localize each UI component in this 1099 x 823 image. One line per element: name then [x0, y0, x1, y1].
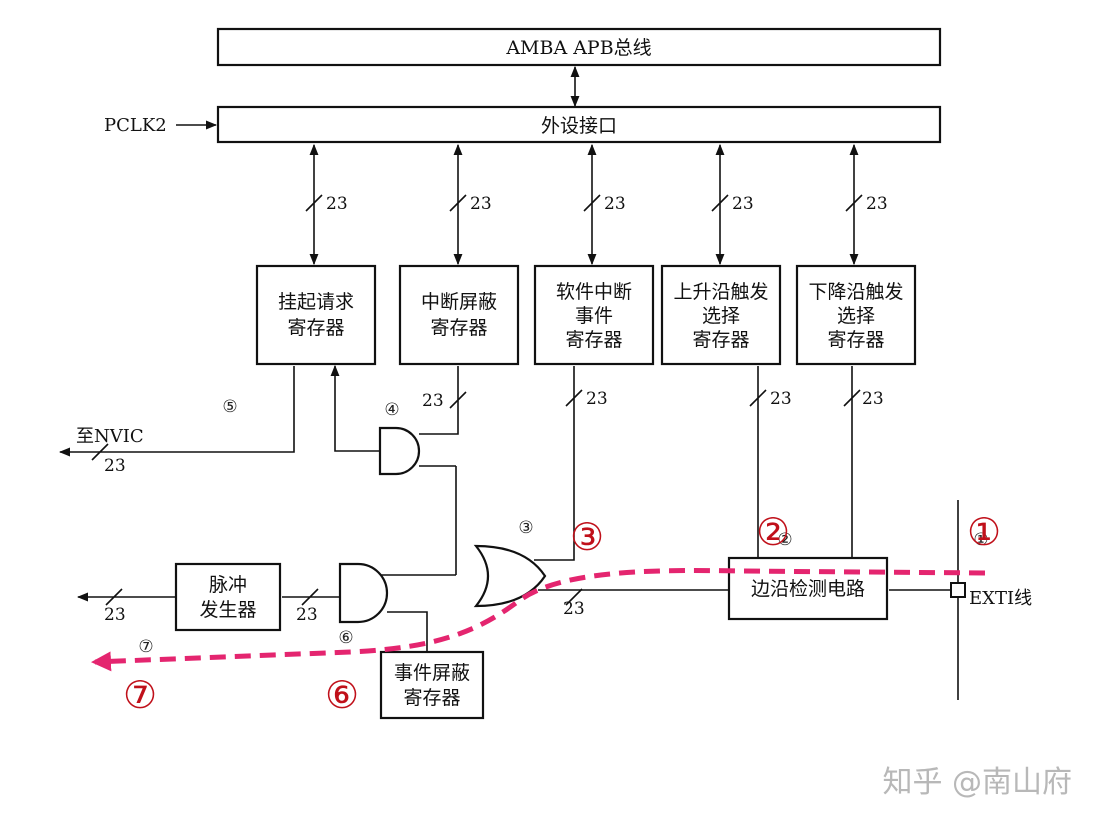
svg-text:上升沿触发: 上升沿触发	[673, 281, 768, 303]
pclk2-label: PCLK2	[104, 115, 167, 136]
svg-text:下降沿触发: 下降沿触发	[808, 281, 903, 303]
pending-register: 挂起请求 寄存器	[255, 264, 377, 366]
register-links	[305, 143, 863, 266]
svg-text:寄存器: 寄存器	[403, 687, 460, 709]
annotation-7: ⑦	[123, 673, 157, 717]
svg-text:选择: 选择	[702, 305, 740, 327]
or-gate	[473, 544, 547, 608]
event-mask-register: 事件屏蔽 寄存器	[379, 650, 485, 720]
svg-text:中断屏蔽: 中断屏蔽	[421, 291, 497, 313]
apb-bus: AMBA APB总线	[216, 27, 942, 67]
svg-text:选择: 选择	[837, 305, 875, 327]
width-label: 23	[732, 194, 754, 214]
apb-bus-label: AMBA APB总线	[505, 37, 651, 59]
width-label: 23	[422, 391, 444, 411]
nvic-output-line	[58, 366, 295, 457]
interrupt-mask-register: 中断屏蔽 寄存器	[398, 264, 520, 366]
watermark: 知乎 @南山府	[882, 765, 1072, 800]
event-and-gate	[338, 562, 389, 624]
svg-text:发生器: 发生器	[199, 599, 256, 621]
width-label: 23	[604, 194, 626, 214]
marker-7: ⑦	[138, 637, 153, 657]
width-label: 23	[104, 456, 126, 476]
event-path-highlight	[91, 568, 986, 672]
int-mask-to-and-line	[419, 366, 459, 435]
width-label: 23	[563, 599, 585, 619]
svg-text:边沿检测电路: 边沿检测电路	[751, 578, 865, 600]
marker-5: ⑤	[222, 397, 237, 417]
svg-text:挂起请求: 挂起请求	[278, 291, 354, 313]
svg-text:事件屏蔽: 事件屏蔽	[394, 662, 470, 684]
svg-text:事件: 事件	[575, 305, 613, 327]
falling-trigger-register: 下降沿触发 选择 寄存器	[795, 264, 917, 366]
svg-text:寄存器: 寄存器	[565, 329, 622, 351]
pulse-generator: 脉冲 发生器	[174, 562, 282, 632]
width-label: 23	[296, 605, 318, 625]
annotation-2: ②	[756, 510, 790, 554]
software-interrupt-register: 软件中断 事件 寄存器	[533, 264, 655, 366]
width-label: 23	[326, 194, 348, 214]
svg-text:脉冲: 脉冲	[209, 574, 247, 596]
nvic-label: 至NVIC	[76, 426, 144, 447]
svg-text:寄存器: 寄存器	[692, 329, 749, 351]
interface-label: 外设接口	[541, 115, 617, 137]
peripheral-interface: 外设接口	[216, 105, 942, 144]
exti-label: EXTI线	[969, 588, 1032, 609]
width-label: 23	[104, 605, 126, 625]
width-label: 23	[770, 389, 792, 409]
edge-detect-circuit: 边沿检测电路	[727, 556, 889, 621]
evt-mask-to-and-line	[387, 611, 428, 652]
marker-2: ②	[777, 530, 792, 550]
svg-text:寄存器: 寄存器	[430, 317, 487, 339]
svg-text:寄存器: 寄存器	[827, 329, 884, 351]
marker-6: ⑥	[338, 628, 353, 648]
svg-text:软件中断: 软件中断	[556, 281, 632, 303]
annotation-1: ①	[967, 510, 1001, 554]
width-label: 23	[586, 389, 608, 409]
annotation-3: ③	[570, 515, 604, 559]
swint-to-or-line	[534, 366, 575, 561]
marker-1: ①	[973, 530, 988, 550]
marker-4: ④	[384, 400, 399, 420]
svg-text:寄存器: 寄存器	[287, 317, 344, 339]
interrupt-and-gate	[378, 426, 421, 476]
and-to-pending-line	[330, 364, 381, 452]
rising-trigger-register: 上升沿触发 选择 寄存器	[660, 264, 782, 366]
marker-3: ③	[518, 518, 533, 538]
annotation-6: ⑥	[325, 673, 359, 717]
width-label: 23	[866, 194, 888, 214]
exti-input-pin	[950, 582, 966, 598]
width-label: 23	[862, 389, 884, 409]
width-label: 23	[470, 194, 492, 214]
